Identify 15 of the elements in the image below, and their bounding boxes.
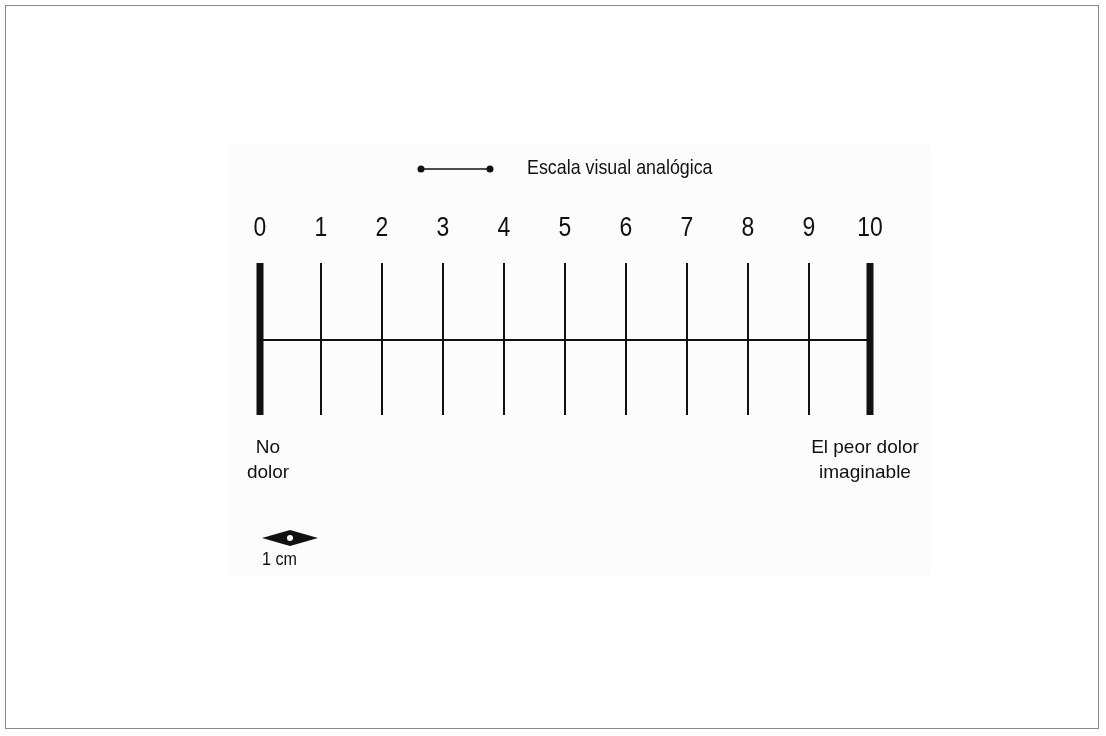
end-label: No dolor [245,435,291,484]
scale-number: 1 [313,212,329,243]
scale-number: 6 [618,212,634,243]
scale-number: 5 [557,212,573,243]
scale-number: 3 [435,212,451,243]
scale-number: 4 [496,212,512,243]
scale-number: 10 [856,212,884,243]
dimension-label: 1 cm [262,548,297,570]
scale-number: 0 [252,212,268,243]
scale-number: 2 [374,212,390,243]
scale-number: 9 [801,212,817,243]
scale-number: 7 [679,212,695,243]
legend-text: Escala visual analógica [527,155,713,179]
scale-number: 8 [740,212,756,243]
end-label: El peor dolor imaginable [810,435,920,484]
